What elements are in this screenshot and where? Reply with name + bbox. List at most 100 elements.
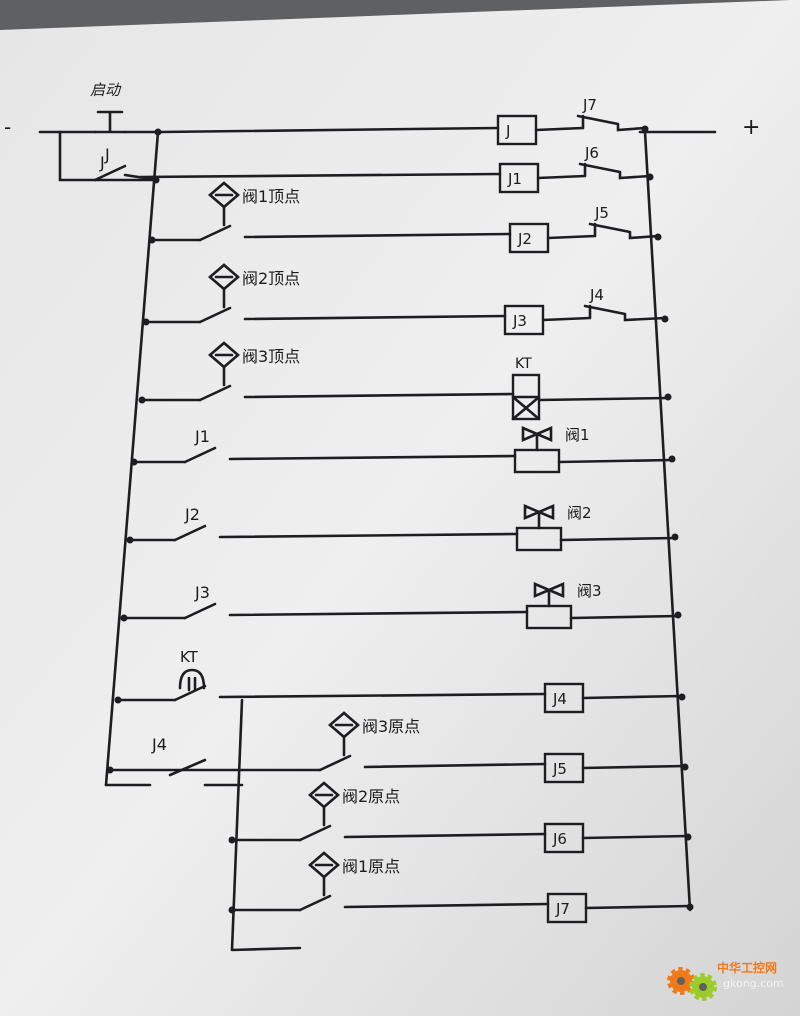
rung-wire-mid [218, 532, 519, 539]
junction-dot [126, 536, 134, 544]
contact-no [198, 306, 232, 324]
junction-dot [148, 236, 156, 244]
start-button-symbol [93, 110, 127, 134]
contact-label: J3 [194, 583, 210, 602]
valve-icon [523, 504, 555, 530]
limit-switch-icon [208, 341, 240, 387]
rung-wire-right [584, 904, 692, 910]
rung-wire-mid [343, 832, 547, 839]
timer-contact-icon [178, 668, 206, 692]
contact-label: J1 [194, 427, 210, 446]
limit-switch-icon [208, 263, 240, 309]
rung-wire-mid [218, 692, 547, 699]
seal-contact-j4-label: J4 [151, 735, 167, 754]
rung-wire-mid [343, 902, 550, 909]
contact-no [93, 164, 127, 182]
rung-wire-right [559, 536, 677, 542]
rung-1: JJ7 [154, 96, 649, 146]
rung-wire-mid [243, 392, 515, 399]
contact-no [298, 824, 332, 842]
seal-contact-label: J [99, 153, 105, 172]
junction-dot [646, 173, 654, 181]
junction-dot [668, 455, 676, 463]
coil-label: J7 [555, 900, 570, 918]
limit-switch-icon [308, 781, 340, 827]
right-bus [638, 130, 717, 912]
rung-wire-right [581, 834, 690, 840]
coil-label: 阀3 [577, 582, 602, 600]
contact-no [298, 894, 332, 912]
gear-icon [667, 967, 717, 1001]
coil-label: KT [515, 356, 532, 372]
junction-dot [681, 763, 689, 771]
contact-no [173, 524, 207, 542]
contact-no [183, 602, 217, 620]
nc-contact [536, 162, 652, 180]
rung-6: J1 阀1 [130, 426, 676, 474]
rung-11: 阀2原点 J6 [228, 781, 692, 854]
rung-wire-right [557, 458, 674, 464]
rung-5: 阀3顶点 KT [138, 341, 672, 421]
rung-wire-right [569, 614, 680, 620]
junction-dot [654, 233, 662, 241]
rung-wire-mid [228, 610, 529, 617]
contact-no [173, 684, 207, 702]
rung-wire-right [581, 694, 684, 700]
contact-label: 阀2原点 [342, 787, 400, 806]
rung-wire-mid [243, 232, 512, 239]
rung-wire-mid [363, 762, 547, 769]
coil-label: J4 [552, 690, 567, 708]
coil-label: J6 [552, 830, 567, 848]
coil-label: 阀2 [567, 504, 592, 522]
plus-terminal: + [742, 115, 760, 140]
rung-wire-mid [243, 314, 507, 321]
junction-dot [106, 766, 114, 774]
junction-dot [678, 693, 686, 701]
contact-label: 阀3顶点 [242, 347, 300, 366]
junction-dot [152, 176, 160, 184]
junction-dot [671, 533, 679, 541]
coil-label: 阀1 [565, 426, 590, 444]
junction-dot [138, 396, 146, 404]
rung-wire-mid [158, 126, 500, 134]
watermark-en: gkong.com [723, 977, 784, 990]
nc-contact [534, 114, 647, 132]
contact-label: KT [180, 648, 199, 666]
nc-contact [541, 304, 667, 322]
rung-8: J3 阀3 [120, 582, 682, 630]
junction-dot [228, 836, 236, 844]
valve-icon [533, 582, 565, 608]
contact-no [198, 224, 232, 242]
contact-no [318, 754, 352, 772]
limit-switch-icon [208, 181, 240, 227]
rung-7: J2 阀2 [126, 504, 679, 552]
rung-wire-right [537, 396, 670, 402]
junction-dot [641, 125, 649, 133]
watermark-logo: 中华工控网 gkong.com [665, 955, 795, 1005]
junction-dot [684, 833, 692, 841]
limit-switch-icon [308, 851, 340, 897]
valve-icon [521, 426, 553, 452]
start-button-label: 启动 [90, 81, 122, 99]
coil-label: J5 [552, 760, 567, 778]
rung-12: 阀1原点 J7 [228, 851, 694, 924]
junction-dot [661, 315, 669, 323]
junction-dot [664, 393, 672, 401]
nc-contact-label: J4 [589, 286, 604, 304]
junction-dot [142, 318, 150, 326]
limit-switch-icon [328, 711, 360, 757]
timer-coil-cross-icon [511, 395, 541, 421]
nc-contact-label: J5 [594, 204, 609, 222]
minus-terminal: - [4, 115, 11, 139]
watermark-cn: 中华工控网 [717, 961, 778, 975]
contact-label: J2 [184, 505, 200, 524]
junction-dot [130, 458, 138, 466]
contact-no [183, 446, 217, 464]
coil-label: J3 [512, 312, 527, 330]
contact-no [198, 384, 232, 402]
contact-label: 阀1原点 [342, 857, 400, 876]
junction-dot [114, 696, 122, 704]
coil-label: J2 [517, 230, 532, 248]
